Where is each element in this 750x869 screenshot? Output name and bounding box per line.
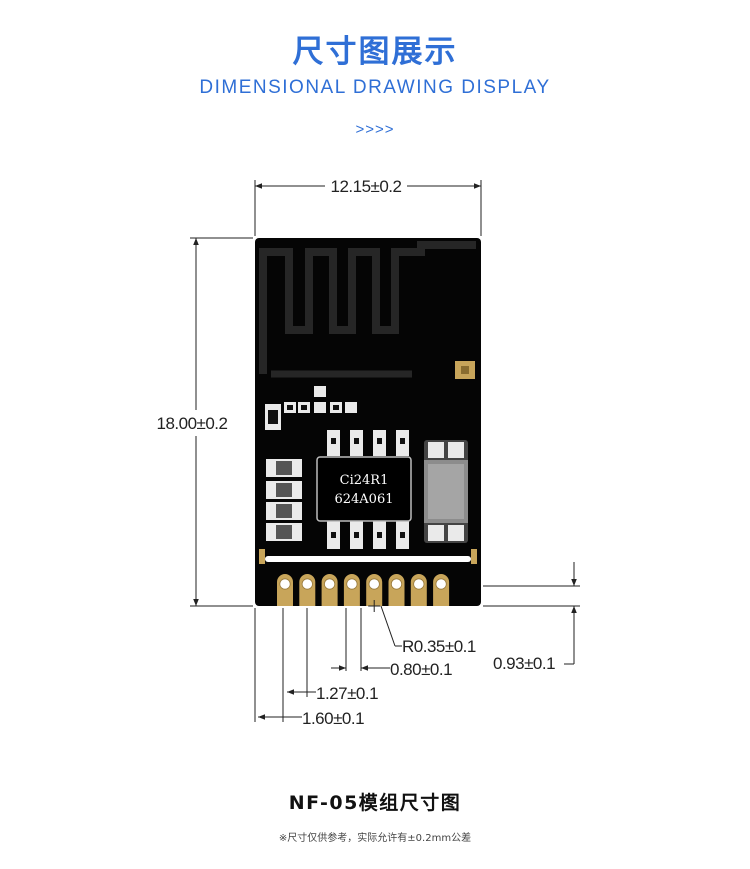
pcb-module: Ci24R1 624A061 <box>255 238 481 612</box>
pad-hole <box>413 578 425 590</box>
dim-pad-radius-label: R0.35±0.1 <box>402 637 476 656</box>
passive-components <box>266 459 302 541</box>
dim-height-label: 18.00±0.2 <box>156 414 227 433</box>
chip-label-line1: Ci24R1 <box>340 473 389 488</box>
pad-hole <box>368 578 380 590</box>
ic-body <box>316 456 412 522</box>
antenna-trace <box>259 241 476 374</box>
dim-pad-width-label: 0.80±0.1 <box>390 660 452 679</box>
pad-hole <box>279 578 291 590</box>
page-subtitle: DIMENSIONAL DRAWING DISPLAY <box>199 77 551 98</box>
dim-pad-height-label: 0.93±0.1 <box>493 654 555 673</box>
pad-hole <box>346 578 358 590</box>
page-title: 尺寸图展示 <box>292 34 458 70</box>
tolerance-note: ※尺寸仅供参考，实际允许有±0.2mm公差 <box>278 833 472 844</box>
crystal-component <box>424 440 468 543</box>
pad-hole <box>323 578 336 590</box>
drawing-caption: NF-05模组尺寸图 <box>288 792 462 814</box>
dim-pitch-label: 1.27±0.1 <box>316 684 378 703</box>
castellated-pads <box>277 574 450 612</box>
dim-width-label: 12.15±0.2 <box>330 177 401 196</box>
arrows-decoration: >>>> <box>355 121 395 138</box>
silkscreen-line <box>265 556 471 562</box>
chip-label-line2: 624A061 <box>334 492 393 507</box>
pad-hole <box>301 578 313 590</box>
dim-edge-offset-label: 1.60±0.1 <box>302 709 364 728</box>
pad-hole <box>390 578 403 590</box>
pad-hole <box>435 578 447 590</box>
small-components <box>265 386 357 430</box>
dimension-lines <box>190 180 580 722</box>
ic-chip: Ci24R1 624A061 <box>316 430 412 549</box>
